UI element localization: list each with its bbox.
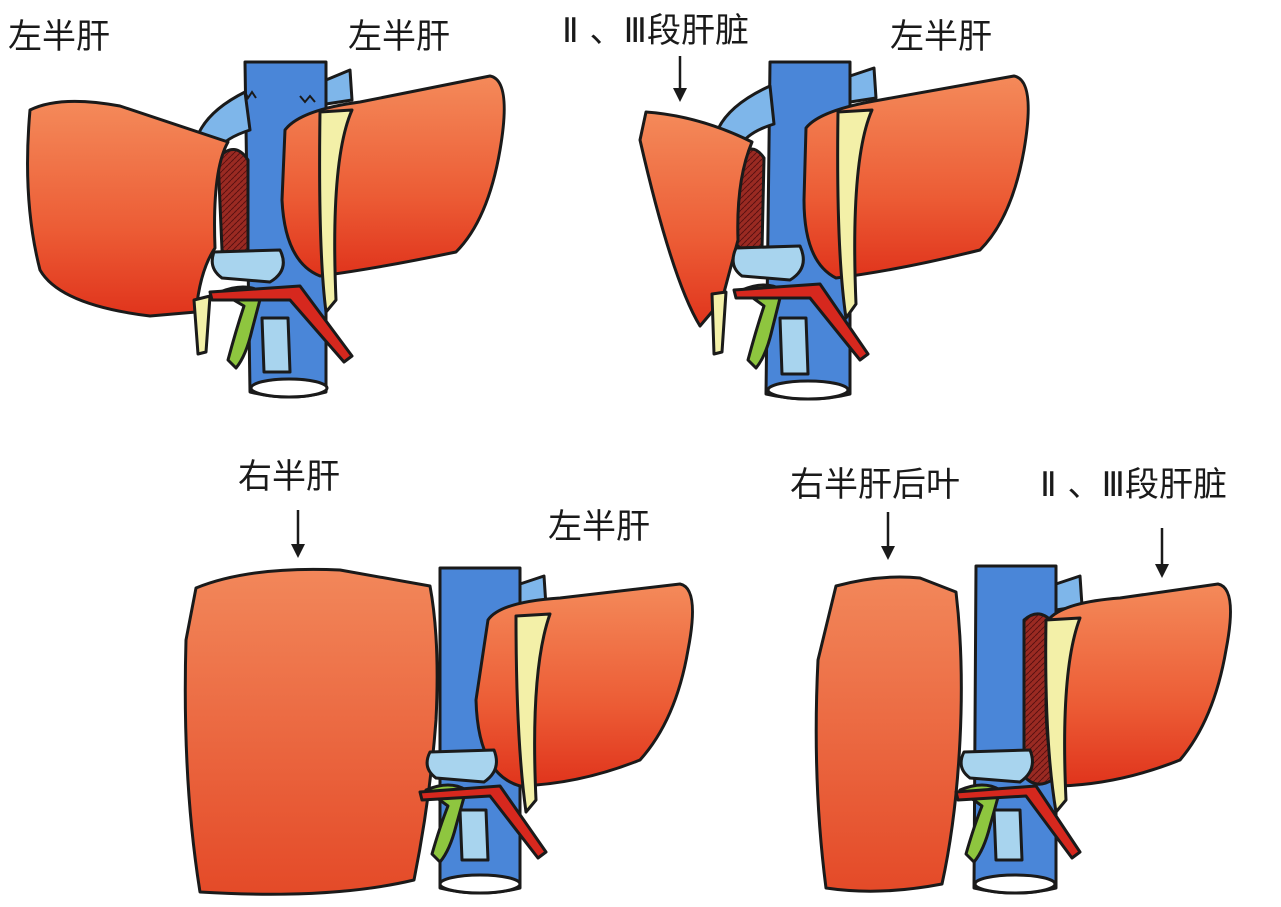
label-panel3-top: 右半肝 — [238, 457, 340, 497]
label-panel2-right: 左半肝 — [890, 17, 992, 57]
arrow-down-icon — [1155, 528, 1169, 578]
arrow-down-icon — [291, 510, 305, 558]
panel-4 — [816, 566, 1230, 893]
label-panel1-left: 左半肝 — [8, 17, 110, 57]
label-panel3-right: 左半肝 — [548, 507, 650, 547]
arrow-down-icon — [673, 56, 687, 102]
label-panel4-right: Ⅱ 、Ⅲ段肝脏 — [1040, 465, 1227, 505]
label-panel2-top: Ⅱ 、Ⅲ段肝脏 — [562, 11, 749, 51]
panel-3 — [185, 568, 692, 894]
label-panel1-right: 左半肝 — [348, 17, 450, 57]
panel-1 — [28, 62, 505, 397]
panel-2 — [640, 62, 1028, 399]
arrow-down-icon — [881, 512, 895, 560]
label-panel4-left: 右半肝后叶 — [790, 465, 960, 505]
